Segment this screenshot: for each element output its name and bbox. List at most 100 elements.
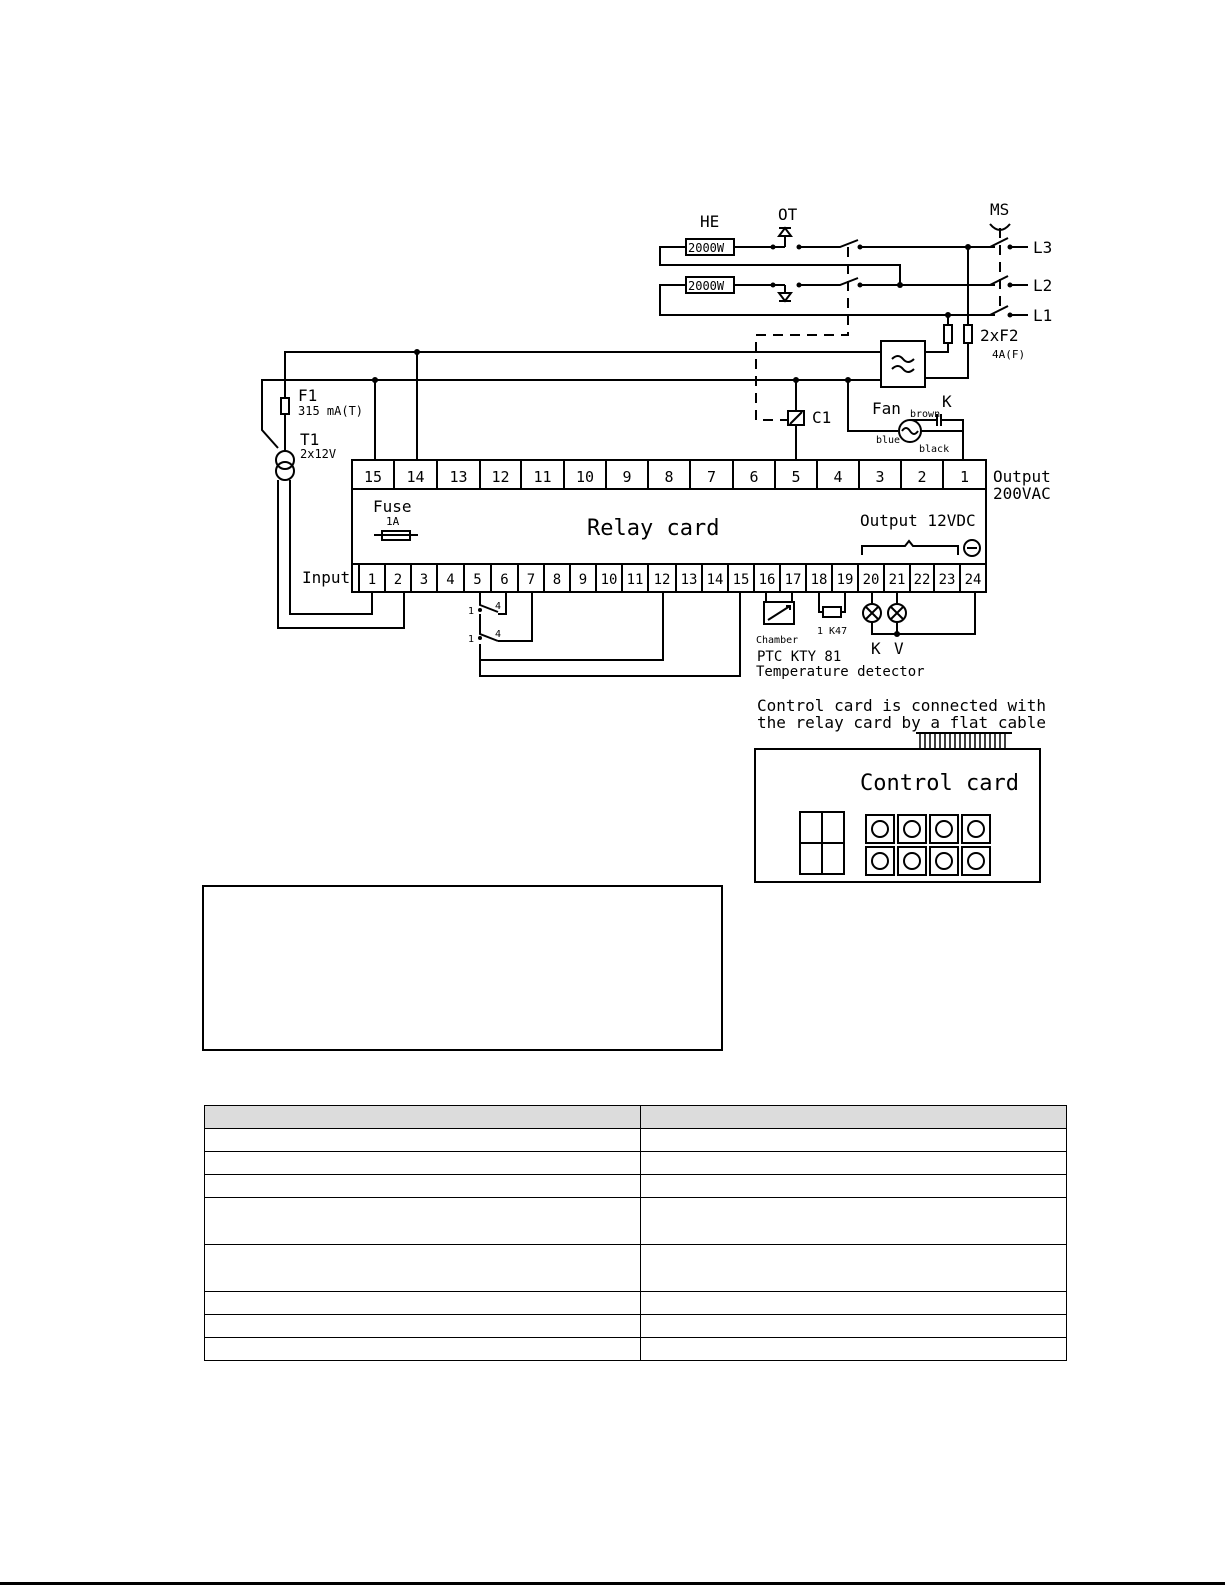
label-t1: T1 (300, 430, 319, 449)
label-fan: Fan (872, 399, 901, 418)
table-cell (204, 1151, 641, 1175)
label-blue-wire: blue (876, 435, 900, 446)
contactor-fan-section: C1 Fan K brown blue black (755, 247, 964, 460)
label-l2: L2 (1033, 276, 1052, 295)
label-fuse: Fuse (373, 497, 412, 516)
fuse-f1 (280, 397, 290, 415)
label-f2: 2xF2 (980, 326, 1019, 345)
label-f1: F1 (298, 386, 317, 405)
label-l3: L3 (1033, 238, 1052, 257)
control-card: Control card is connected with the relay… (754, 696, 1046, 883)
table-cell (640, 1197, 1067, 1245)
table-cell (640, 1244, 1067, 1292)
button-circle (903, 820, 921, 838)
fuse-f2-a (943, 324, 953, 344)
label-control-note-1: Control card is connected with (757, 696, 1046, 715)
fuse-f2-b (963, 324, 973, 344)
control-button[interactable] (929, 846, 959, 876)
label-ms: MS (990, 200, 1009, 219)
control-button[interactable] (865, 814, 895, 844)
control-button[interactable] (961, 814, 991, 844)
top-terminal-label: 1 (960, 468, 969, 486)
bottom-terminal-label: 22 (914, 572, 931, 588)
table-cell (204, 1244, 641, 1292)
label-relay-card: Relay card (587, 516, 719, 541)
label-k-capacitor: K (942, 392, 952, 411)
top-terminal-label: 10 (576, 468, 594, 486)
button-circle (967, 820, 985, 838)
top-terminal-label: 9 (622, 468, 631, 486)
label-input: Input (302, 568, 350, 587)
control-button[interactable] (961, 846, 991, 876)
table-cell (640, 1128, 1067, 1152)
top-terminal-label: 12 (491, 468, 509, 486)
bottom-terminal-label: 8 (553, 572, 561, 588)
button-circle (871, 852, 889, 870)
relay-card-body (351, 459, 987, 593)
label-control-card: Control card (860, 771, 1019, 796)
input-contacts: 1 4 1 4 (468, 592, 741, 677)
table-row (204, 1314, 1067, 1338)
table-cell (204, 1128, 641, 1152)
bottom-terminal-label: 7 (527, 572, 535, 588)
table-cell (204, 1291, 641, 1315)
bottom-terminal-label: 18 (811, 572, 828, 588)
resistor-1k47 (822, 606, 842, 618)
control-button[interactable] (897, 814, 927, 844)
spec-table (204, 1105, 1067, 1361)
table-cell (640, 1337, 1067, 1361)
label-he: HE (700, 212, 719, 231)
bottom-terminal-label: 21 (889, 572, 906, 588)
bottom-terminal-label: 2 (394, 572, 402, 588)
bottom-terminal-label: 23 (939, 572, 956, 588)
label-heater-2: 2000W (688, 279, 725, 293)
top-terminal-label: 6 (749, 468, 758, 486)
heater-section: HE OT MS 2000W 2000W (659, 200, 1052, 388)
label-l1: L1 (1033, 306, 1052, 325)
control-button[interactable] (897, 846, 927, 876)
bottom-terminal-label: 9 (579, 572, 587, 588)
top-terminal-label: 2 (917, 468, 926, 486)
label-temperature-detector: Temperature detector (756, 664, 925, 680)
label-f1-rating: 315 mA(T) (298, 404, 363, 418)
table-row (204, 1151, 1067, 1175)
transformer-t1-secondary (275, 461, 295, 481)
button-circle (935, 820, 953, 838)
label-resistor: 1 K47 (817, 626, 847, 637)
sensor-section: Chamber PTC KTY 81 Temperature detector … (756, 592, 976, 680)
bottom-terminal-label: 4 (446, 572, 454, 588)
bottom-terminal-label: 6 (500, 572, 508, 588)
label-contact-1b: 1 (468, 634, 474, 645)
note-box (202, 885, 723, 1051)
bottom-terminal-label: 16 (759, 572, 776, 588)
top-terminal-label: 4 (833, 468, 842, 486)
label-chamber: Chamber (756, 635, 798, 646)
bottom-terminal-label: 17 (785, 572, 802, 588)
table-cell (640, 1151, 1067, 1175)
label-lamp-v: V (894, 639, 904, 658)
control-button[interactable] (865, 846, 895, 876)
bottom-terminal-label: 13 (681, 572, 698, 588)
top-terminal-label: 14 (406, 468, 424, 486)
mains-filter (880, 340, 926, 388)
bottom-terminal-label: 11 (627, 572, 644, 588)
top-terminal-label: 3 (875, 468, 884, 486)
flat-cable-connector (916, 732, 1012, 749)
label-lamp-k: K (871, 639, 881, 658)
label-heater-1: 2000W (688, 241, 725, 255)
label-contact-4b: 4 (495, 629, 501, 640)
transformer-t1-primary (275, 450, 295, 470)
button-circle (935, 852, 953, 870)
label-ptc: PTC KTY 81 (757, 649, 841, 665)
bottom-terminal-label: 15 (733, 572, 750, 588)
top-terminal-label: 8 (664, 468, 673, 486)
label-output-12vdc: Output 12VDC (860, 511, 976, 530)
control-button[interactable] (929, 814, 959, 844)
bottom-terminal-label: 19 (837, 572, 854, 588)
label-contact-1a: 1 (468, 606, 474, 617)
label-fuse-rating: 1A (386, 515, 400, 528)
table-cell (640, 1314, 1067, 1338)
